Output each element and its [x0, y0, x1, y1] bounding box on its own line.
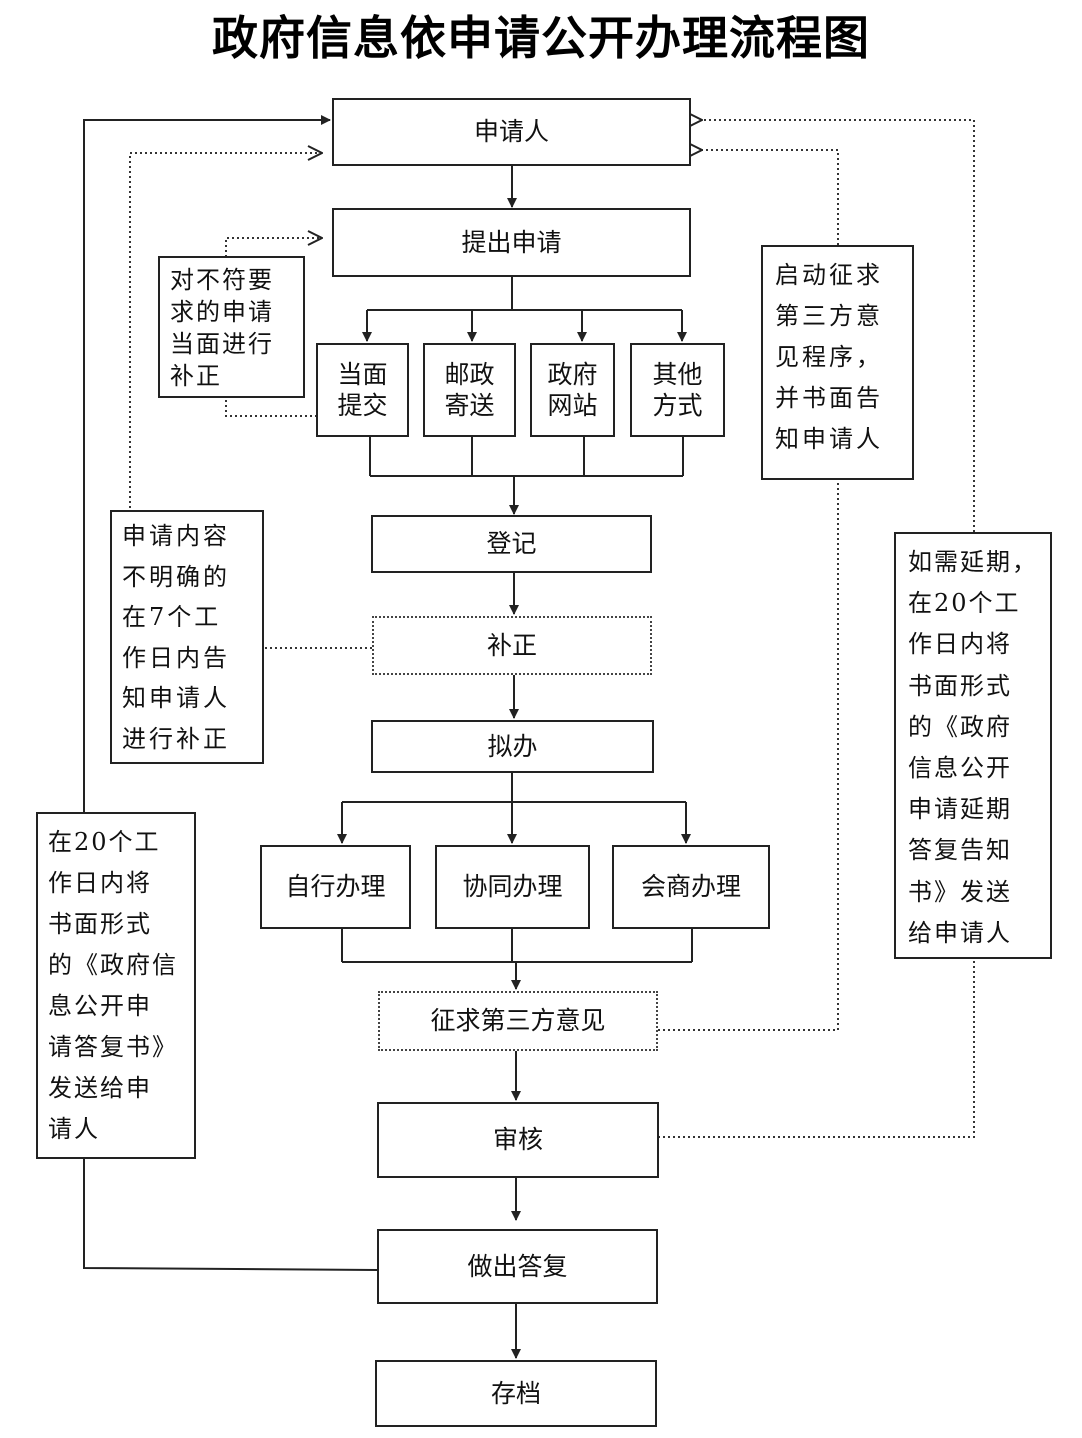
reply-loop-line: [83, 115, 378, 1271]
submit-application-label: 提出申请: [461, 227, 562, 257]
third-party-opinion-node: 征求第三方意见: [378, 991, 658, 1051]
review-label: 审核: [492, 1125, 543, 1155]
consult-handle-label: 会商办理: [640, 872, 741, 902]
reply-notice-note: 在20个工 作日内将 书面形式 的《政府信 息公开申 请答复书》 发送给申 请人: [36, 812, 196, 1159]
archive-node: 存档: [375, 1360, 657, 1427]
unclear-content-note: 申请内容 不明确的 在7个工 作日内告 知申请人 进行补正: [110, 510, 264, 764]
third-party-opinion-label: 征求第三方意见: [430, 1006, 606, 1036]
third-party-loop: [658, 480, 839, 1031]
page-title: 政府信息依申请公开办理流程图: [212, 11, 870, 65]
postal-node: 邮政 寄送: [423, 343, 516, 437]
register-label: 登记: [486, 529, 537, 559]
self-handle-node: 自行办理: [260, 845, 411, 929]
submit-application-node: 提出申请: [332, 208, 691, 277]
self-handle-label: 自行办理: [285, 872, 386, 902]
third-party-notice-note: 启动征求 第三方意 见程序， 并书面告 知申请人: [761, 245, 914, 480]
supplement-label: 补正: [486, 630, 537, 660]
joint-handle-node: 协同办理: [435, 845, 590, 929]
unclear-content-loop: [129, 153, 322, 508]
applicant-label: 申请人: [473, 117, 549, 147]
onsite-correction-note: 对不符要 求的申请 当面进行 补正: [158, 256, 305, 398]
register-node: 登记: [371, 515, 652, 573]
gov-website-label: 政府 网站: [547, 359, 598, 420]
applicant-node: 申请人: [332, 98, 691, 166]
extension-loop: [658, 958, 975, 1138]
reply-label: 做出答复: [467, 1251, 568, 1281]
draft-node: 拟办: [371, 720, 654, 773]
draft-label: 拟办: [487, 731, 538, 761]
in-person-label: 当面 提交: [337, 359, 388, 420]
joint-handle-label: 协同办理: [462, 872, 563, 902]
archive-label: 存档: [490, 1378, 541, 1408]
review-node: 审核: [377, 1102, 659, 1178]
gov-website-node: 政府 网站: [530, 343, 615, 437]
in-person-node: 当面 提交: [316, 343, 409, 437]
other-method-node: 其他 方式: [630, 343, 725, 437]
other-method-label: 其他 方式: [652, 359, 703, 420]
extension-notice-note: 如需延期， 在20个工 作日内将 书面形式 的《政府 信息公开 申请延期 答复告…: [894, 532, 1052, 959]
supplement-node: 补正: [372, 616, 652, 675]
reply-node: 做出答复: [377, 1229, 658, 1304]
consult-handle-node: 会商办理: [612, 845, 770, 929]
postal-label: 邮政 寄送: [444, 359, 495, 420]
